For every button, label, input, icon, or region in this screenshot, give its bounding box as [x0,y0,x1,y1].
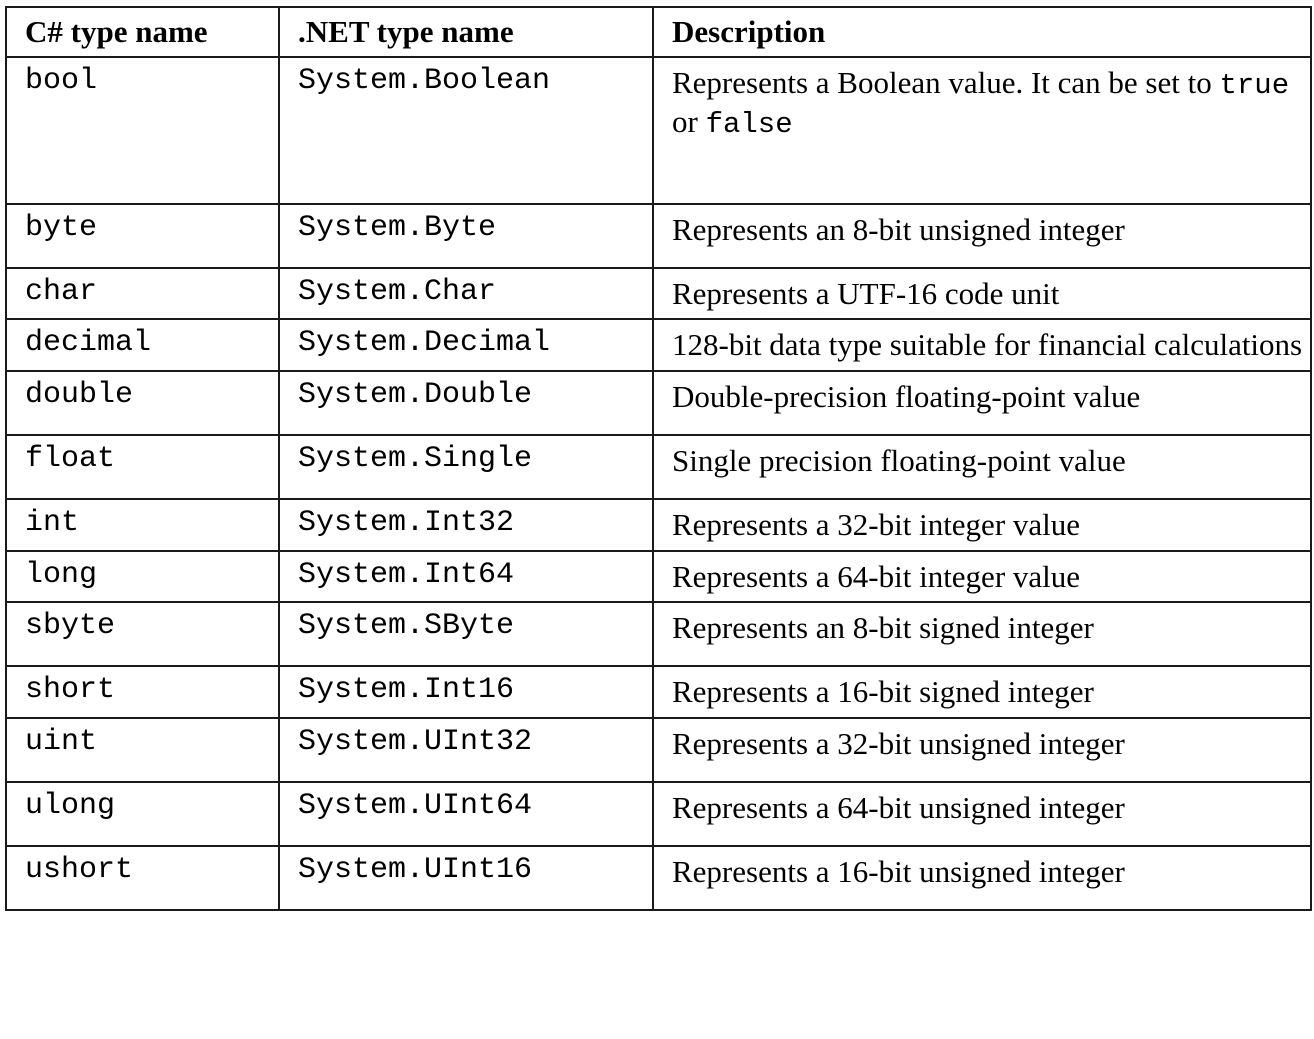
cell-cs-type-name: ushort [5,844,280,911]
cell-net-type-name: System.UInt32 [278,717,654,783]
cell-net-type-name: System.Decimal [278,318,654,373]
cell-cs-type-name: sbyte [5,601,280,668]
description-literal-true: true [1219,69,1290,102]
cell-description: Represents an 8-bit unsigned integer [652,202,1312,269]
cell-net-type-name: System.Char [278,266,654,321]
cell-cs-type-name: bool [5,56,280,205]
cell-net-type-name: System.UInt16 [278,844,654,911]
cell-description: Represents a Boolean value. It can be se… [652,56,1312,205]
cell-cs-type-name: char [5,266,280,321]
cell-description: Represents a 16-bit unsigned integer [652,844,1312,911]
column-header-description: Description [652,6,1312,58]
cell-net-type-name: System.UInt64 [278,780,654,847]
cell-cs-type-name: int [5,497,280,552]
type-table-container: C# type name .NET type name Description … [5,6,1312,911]
description-text: Represents a Boolean value. It can be se… [672,65,1220,100]
cell-cs-type-name: double [5,370,280,436]
cell-cs-type-name: decimal [5,318,280,373]
column-header-cs-type-name: C# type name [5,6,280,58]
cell-net-type-name: System.Int64 [278,549,654,604]
cell-cs-type-name: long [5,549,280,604]
cell-cs-type-name: short [5,665,280,720]
column-header-net-type-name: .NET type name [278,6,654,58]
cell-description: 128-bit data type suitable for financial… [652,318,1312,373]
cell-net-type-name: System.Int16 [278,665,654,720]
cell-description: Double-precision floating-point value [652,370,1312,436]
cell-description: Single precision floating-point value [652,434,1312,500]
cell-cs-type-name: ulong [5,780,280,847]
cell-net-type-name: System.Boolean [278,56,654,205]
cell-description: Represents a UTF-16 code unit [652,266,1312,321]
table-header: C# type name .NET type name Description [5,6,1312,58]
cell-cs-type-name: uint [5,717,280,783]
cell-cs-type-name: byte [5,202,280,269]
cell-description: Represents a 32-bit unsigned integer [652,717,1312,783]
cell-net-type-name: System.Double [278,370,654,436]
cell-description: Represents a 32-bit integer value [652,497,1312,552]
cell-net-type-name: System.SByte [278,601,654,668]
description-literal-false: false [705,108,793,142]
cell-cs-type-name: float [5,434,280,500]
table-header-row: C# type name .NET type name Description [5,6,1312,58]
cell-net-type-name: System.Int32 [278,497,654,552]
csharp-dotnet-type-table: C# type name .NET type name Description … [5,6,1312,911]
cell-description: Represents a 16-bit signed integer [652,665,1312,720]
cell-description: Represents a 64-bit integer value [652,549,1312,604]
cell-net-type-name: System.Single [278,434,654,500]
cell-description: Represents an 8-bit signed integer [652,601,1312,668]
cell-description: Represents a 64-bit unsigned integer [652,780,1312,847]
description-text-conjunction: or [672,104,706,140]
cell-net-type-name: System.Byte [278,202,654,269]
